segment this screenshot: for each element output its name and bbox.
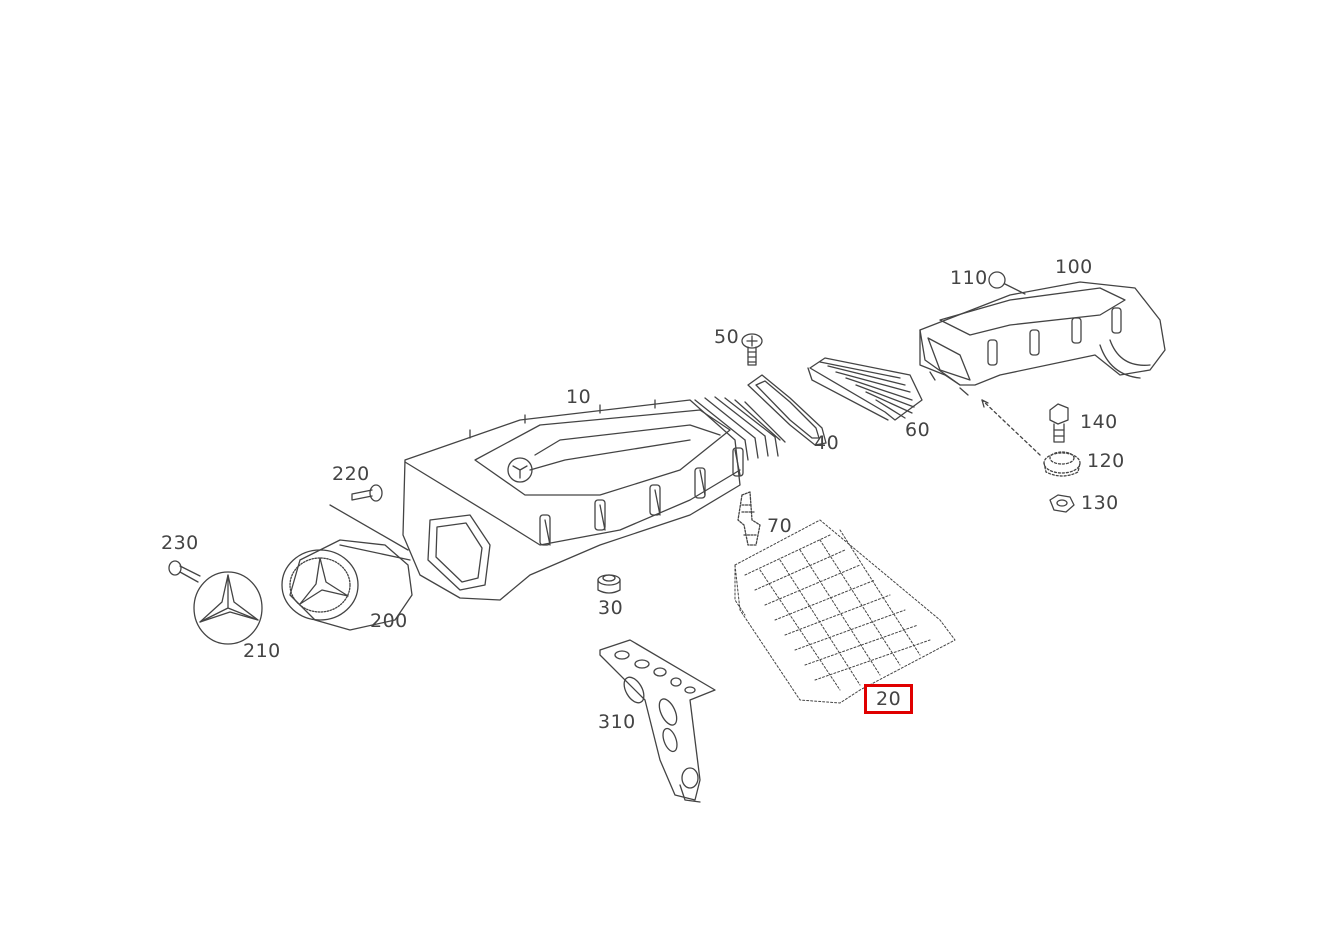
screw-icon[interactable] [741,333,763,366]
part-label-10[interactable]: 10 [566,386,592,408]
o-ring-icon[interactable] [988,271,1026,295]
part-label-60[interactable]: 60 [905,419,931,441]
bolt-icon[interactable] [1049,403,1069,443]
part-label-70[interactable]: 70 [767,515,793,537]
rubber-mount-icon[interactable] [1043,451,1081,477]
part-label-310[interactable]: 310 [598,711,636,733]
part-label-40[interactable]: 40 [814,432,840,454]
intake-snorkel-icon[interactable] [281,539,413,631]
part-label-50[interactable]: 50 [714,326,740,348]
part-label-220[interactable]: 220 [332,463,370,485]
bellows-icon[interactable] [807,357,923,421]
part-label-120[interactable]: 120 [1087,450,1125,472]
intake-duct-icon[interactable] [919,281,1166,396]
part-label-110[interactable]: 110 [950,267,988,289]
nut-icon[interactable] [1049,494,1075,513]
part-label-130[interactable]: 130 [1081,492,1119,514]
leader-line [981,399,1041,456]
part-label-20[interactable]: 20 [864,684,914,714]
part-label-200[interactable]: 200 [370,610,408,632]
part-label-100[interactable]: 100 [1055,256,1093,278]
screw-icon[interactable] [168,560,201,583]
grommet-icon[interactable] [597,574,621,594]
bracket-icon[interactable] [599,639,716,803]
air-filter-housing-icon[interactable] [402,396,786,601]
screw-icon[interactable] [329,484,409,551]
filter-element-icon[interactable] [734,519,956,704]
part-label-140[interactable]: 140 [1080,411,1118,433]
clip-icon[interactable] [737,491,761,546]
part-label-230[interactable]: 230 [161,532,199,554]
part-label-210[interactable]: 210 [243,640,281,662]
star-emblem-icon[interactable] [193,571,263,645]
seal-icon[interactable] [747,374,827,446]
arrow-head-icon [981,399,989,408]
part-label-30[interactable]: 30 [598,597,624,619]
